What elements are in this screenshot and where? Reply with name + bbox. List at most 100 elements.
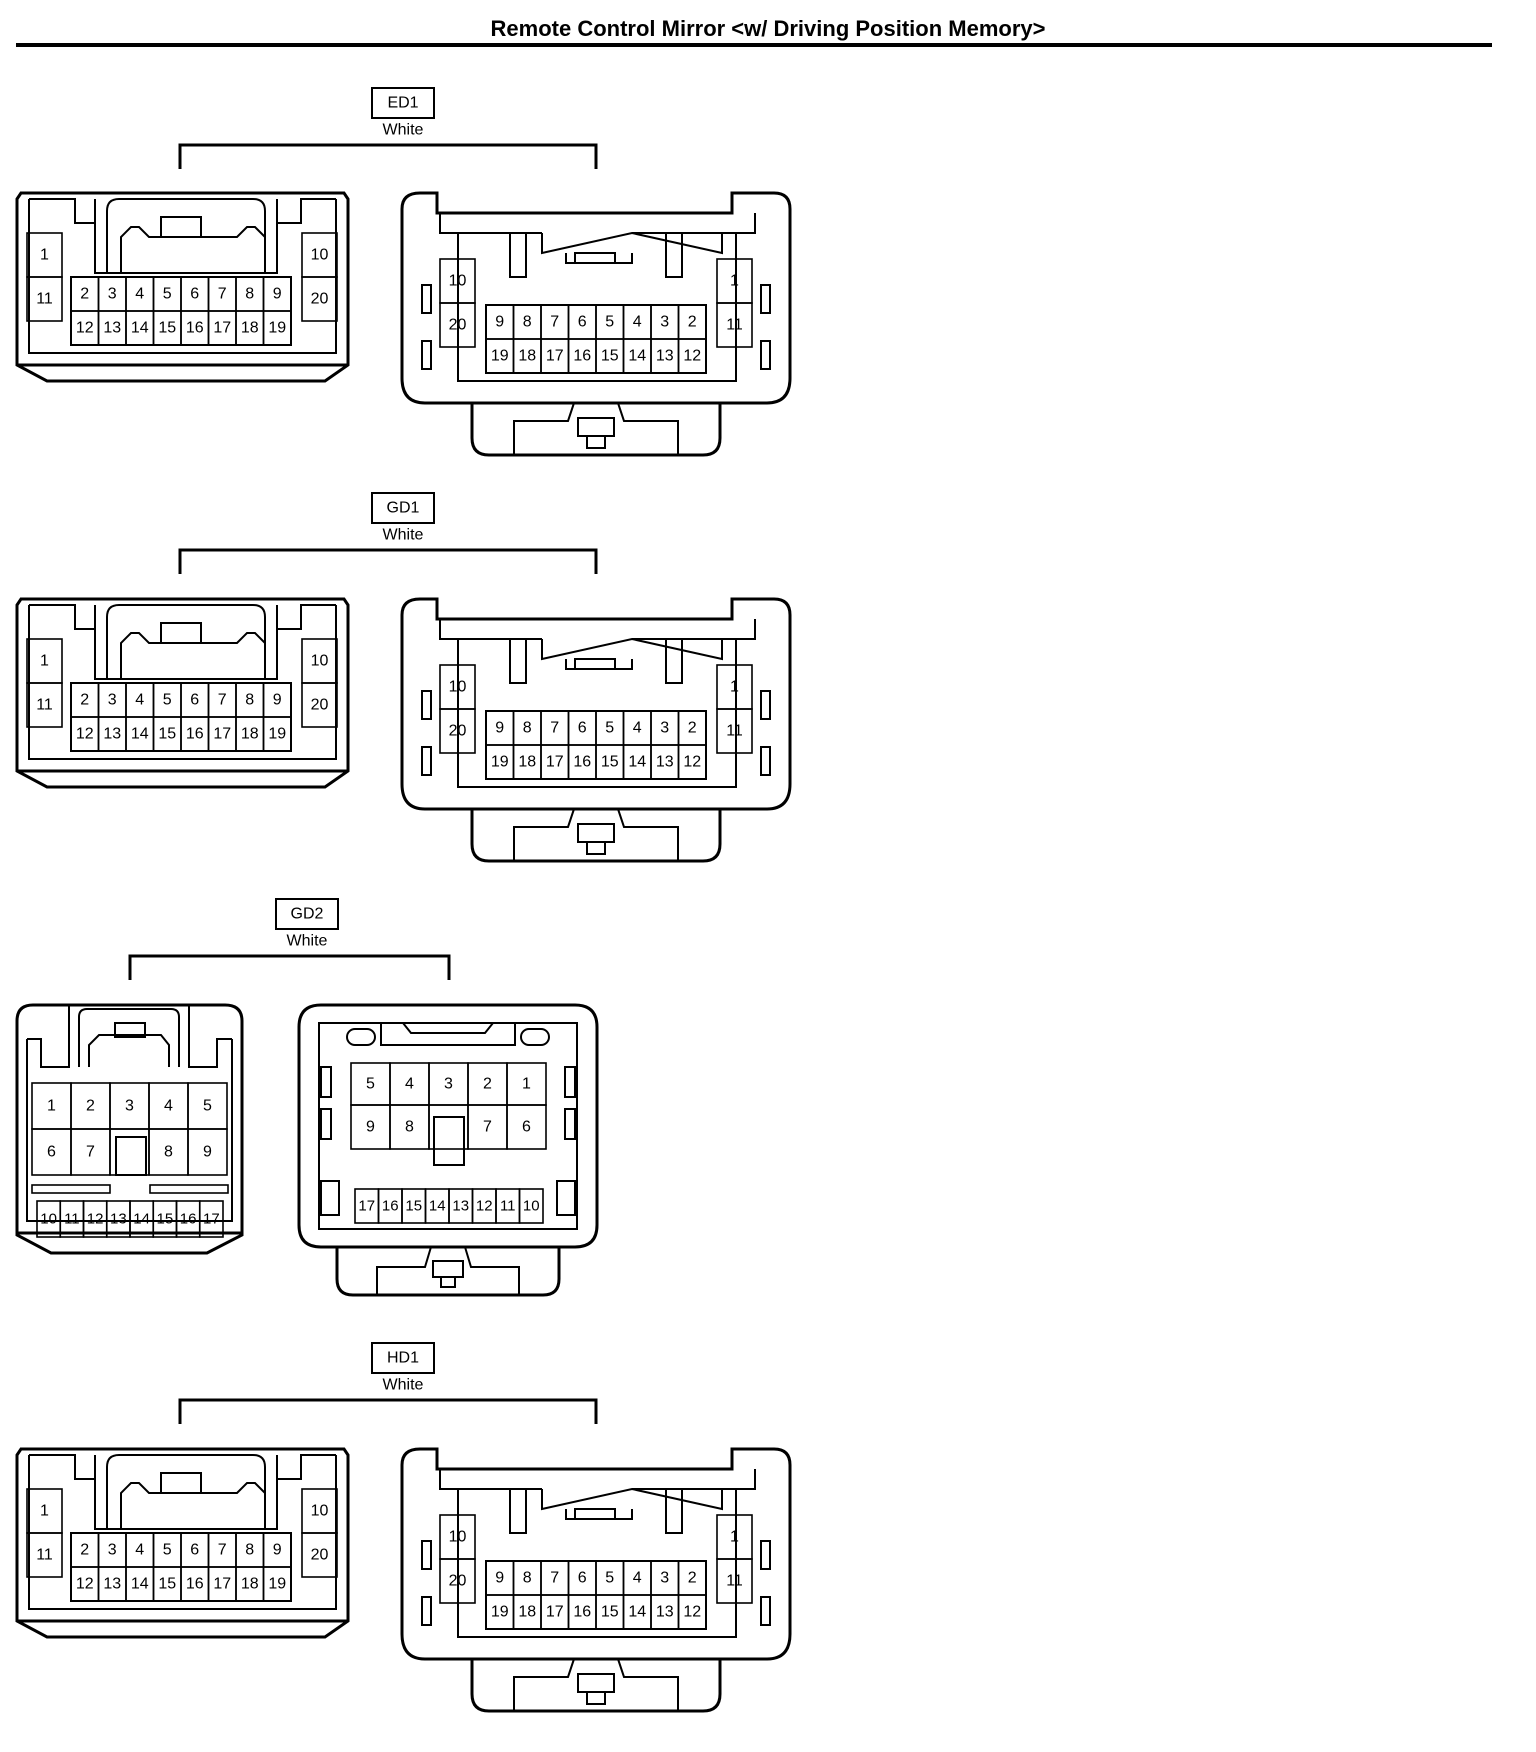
latch-tab <box>160 1472 202 1494</box>
pin-number: 13 <box>656 1604 674 1621</box>
pin-number: 13 <box>110 1211 127 1228</box>
pin-number: 1 <box>522 1076 531 1093</box>
pin-number: 9 <box>495 720 504 737</box>
side-key <box>564 1108 576 1140</box>
pin-number: 14 <box>133 1211 150 1228</box>
pin-number: 10 <box>449 679 467 696</box>
pin-number: 13 <box>103 1576 121 1593</box>
housing-outline <box>541 637 723 661</box>
housing-outline <box>120 1482 266 1529</box>
pin-number: 20 <box>449 1573 467 1590</box>
side-key <box>421 1540 432 1570</box>
pin-number: 13 <box>452 1198 469 1215</box>
pin-number: 6 <box>522 1119 531 1136</box>
housing-outline <box>617 808 679 861</box>
housing-outline <box>15 597 350 789</box>
housing-outline <box>15 1003 244 1255</box>
housing-outline <box>29 604 96 630</box>
guide-slot <box>509 1488 527 1534</box>
divider-bar <box>149 1184 229 1194</box>
inner-frame <box>318 1022 578 1230</box>
pin-number: 1 <box>47 1098 56 1115</box>
connector-color-label: White <box>383 1377 424 1394</box>
pin-number: 15 <box>601 754 619 771</box>
pin-number: 11 <box>64 1211 80 1228</box>
pin-block <box>70 276 292 346</box>
pin-number: 4 <box>405 1076 414 1093</box>
pin-block <box>70 1532 292 1602</box>
housing-outline <box>106 1454 266 1529</box>
lock-tab <box>440 1276 456 1288</box>
latch-window <box>574 252 616 264</box>
title-rule <box>16 43 1492 47</box>
pin-number: 17 <box>213 1576 231 1593</box>
connector-label-box <box>371 492 435 524</box>
housing-outline <box>188 1005 232 1068</box>
pin-number: 3 <box>660 720 669 737</box>
pin-number: 18 <box>241 320 259 337</box>
housing-outline <box>400 597 792 811</box>
housing-outline <box>94 1455 278 1530</box>
pin-cell <box>506 1104 547 1150</box>
pin-number: 12 <box>76 320 94 337</box>
pin-number: 12 <box>683 1604 701 1621</box>
pin-number: 7 <box>218 692 227 709</box>
side-key <box>421 1596 432 1626</box>
pin-number: 17 <box>546 348 564 365</box>
pin-number: 3 <box>108 692 117 709</box>
pin-number: 9 <box>495 1570 504 1587</box>
side-key <box>421 746 432 776</box>
pin-cell <box>26 1532 63 1578</box>
pin-number: 1 <box>730 273 739 290</box>
housing-outline <box>439 1469 756 1638</box>
pin-number: 7 <box>86 1144 95 1161</box>
connector-bracket <box>128 954 451 980</box>
pin-number: 1 <box>730 1529 739 1546</box>
pin-number: 5 <box>605 314 614 331</box>
pin-number: 10 <box>449 1529 467 1546</box>
lock-tab <box>586 1691 606 1705</box>
pin-number: 13 <box>656 348 674 365</box>
pin-cell <box>301 276 338 322</box>
pin-number: 5 <box>163 692 172 709</box>
pin-number: 2 <box>688 1570 697 1587</box>
pin-number: 16 <box>186 726 204 743</box>
pin-number: 3 <box>108 286 117 303</box>
pin-number: 5 <box>203 1098 212 1115</box>
pin-number: 19 <box>491 754 509 771</box>
lock-tab <box>577 417 615 437</box>
housing-outline <box>28 1455 337 1610</box>
pin-number: 7 <box>483 1119 492 1136</box>
housing-outline <box>276 198 336 224</box>
pin-number: 2 <box>80 1542 89 1559</box>
pin-number: 6 <box>578 1570 587 1587</box>
side-key <box>760 340 771 370</box>
pin-number: 5 <box>605 720 614 737</box>
housing-outline <box>106 604 266 679</box>
pin-number: 13 <box>656 754 674 771</box>
pin-number: 19 <box>268 726 286 743</box>
pin-number: 16 <box>180 1211 197 1228</box>
pin-number: 4 <box>633 720 642 737</box>
pin-cell <box>198 1200 224 1238</box>
pin-number: 5 <box>163 286 172 303</box>
housing-outline <box>15 191 350 383</box>
connector-color-label: White <box>383 122 424 139</box>
latch-tab <box>160 216 202 238</box>
pin-number: 19 <box>268 320 286 337</box>
pin-number: 7 <box>550 720 559 737</box>
housing-outline <box>513 1658 575 1711</box>
pin-number: 8 <box>164 1144 173 1161</box>
housing-outline <box>120 632 266 679</box>
housing-outline <box>28 199 337 354</box>
pin-number: 18 <box>241 726 259 743</box>
pin-number: 14 <box>131 1576 149 1593</box>
